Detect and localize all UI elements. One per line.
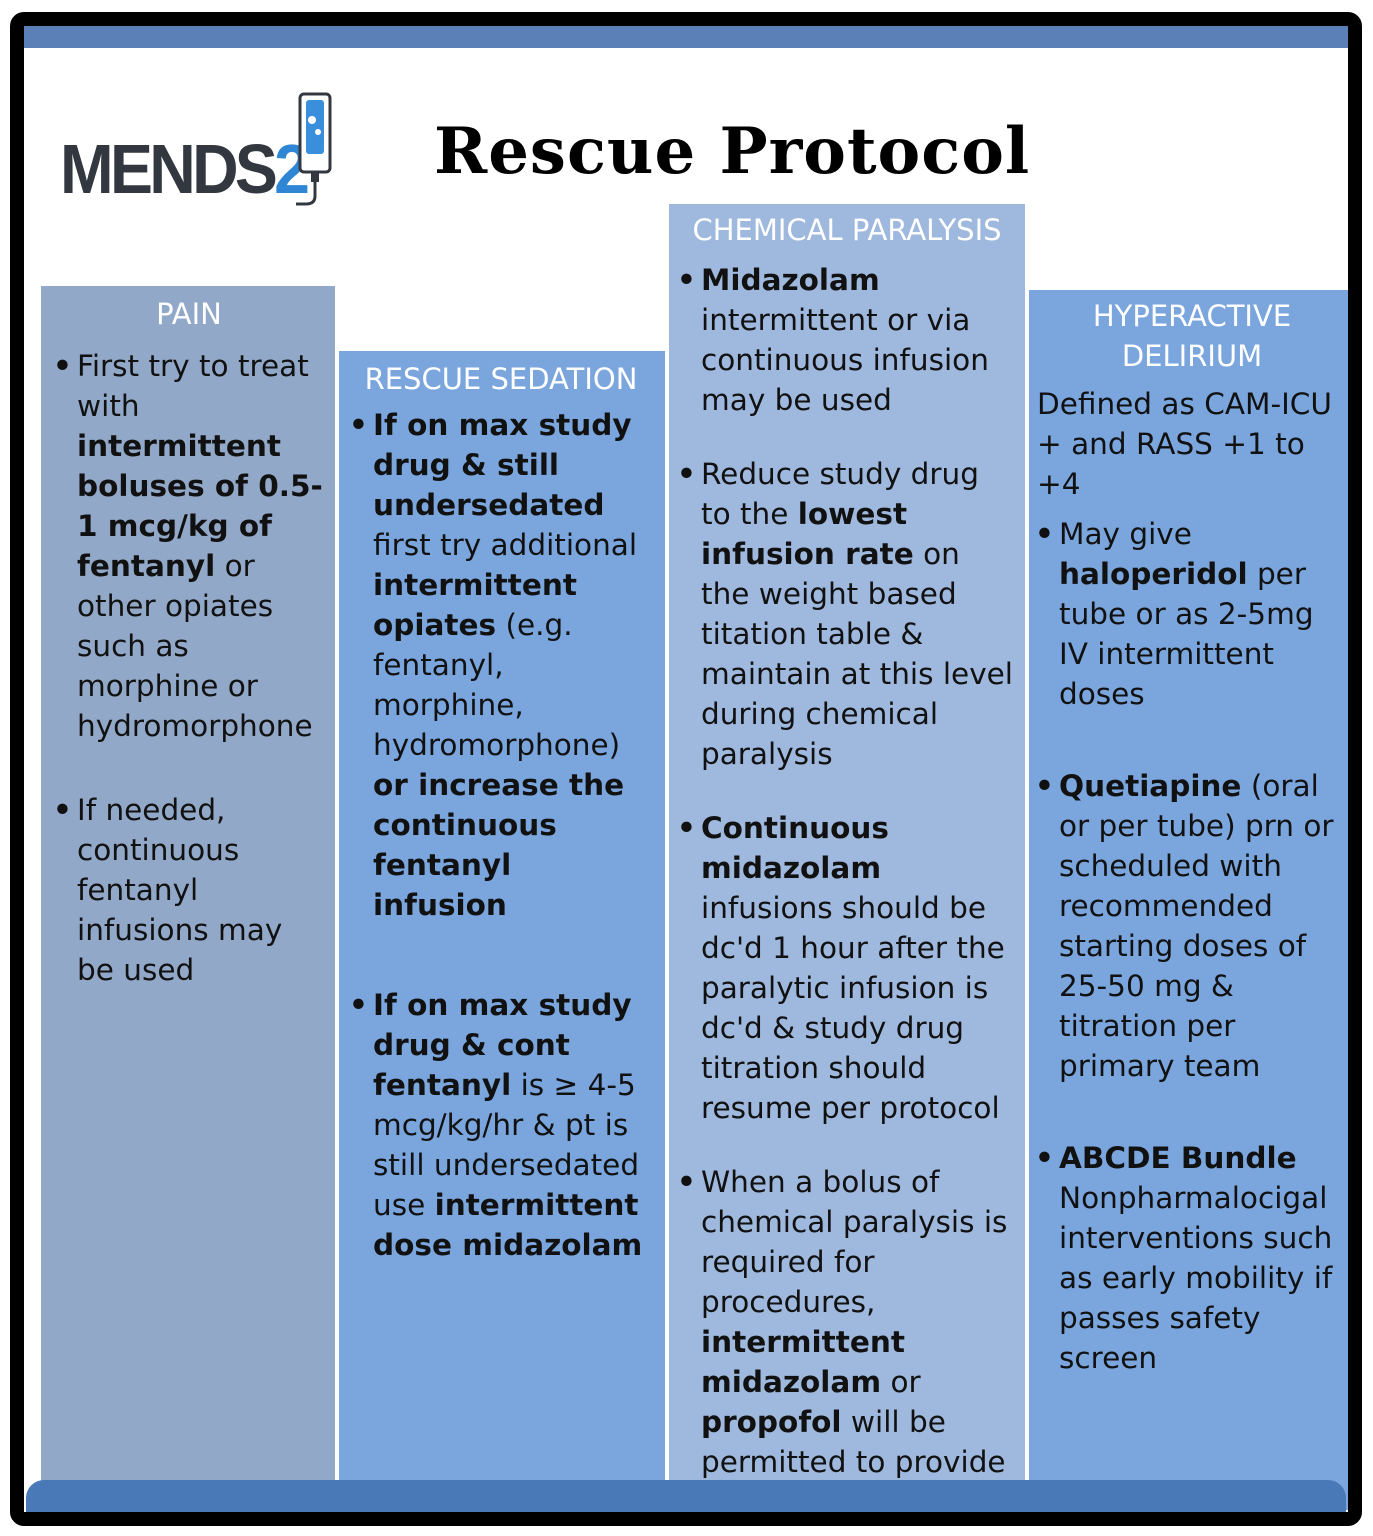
sedation-body: If on max study drug & still undersedate… <box>349 405 651 1265</box>
list-item: Reduce study drug to the lowest infusion… <box>677 454 1015 774</box>
delirium-body: Defined as CAM-ICU + and RASS +1 to +4 M… <box>1035 384 1347 1378</box>
list-item: If on max study drug & cont fentanyl is … <box>349 985 651 1265</box>
page-title: Rescue Protocol <box>434 114 1031 189</box>
pain-heading: PAIN <box>156 297 222 331</box>
list-item: When a bolus of chemical paralysis is re… <box>677 1162 1015 1512</box>
list-item: If needed, continuous fentanyl infusions… <box>53 790 323 990</box>
list-item: Midazolam intermittent or via continuous… <box>677 260 1015 420</box>
delirium-heading: HYPERACTIVE DELIRIUM <box>1092 299 1292 373</box>
list-item: Quetiapine (oral or per tube) prn or sch… <box>1035 766 1347 1086</box>
chemical-heading: CHEMICAL PARALYSIS <box>692 213 1002 247</box>
top-bar <box>24 26 1348 48</box>
list-item: If on max study drug & still undersedate… <box>349 405 651 925</box>
chemical-body: Midazolam intermittent or via continuous… <box>677 260 1015 1512</box>
list-item: Continuous midazolam infusions should be… <box>677 808 1015 1128</box>
hyperactive-delirium-column: HYPERACTIVE DELIRIUM Defined as CAM-ICU … <box>1025 290 1348 1510</box>
rescue-sedation-column: RESCUE SEDATION If on max study drug & s… <box>335 351 665 1511</box>
logo-text: MENDS2 <box>60 130 310 208</box>
bottom-bar <box>26 1480 1346 1512</box>
delirium-definition: Defined as CAM-ICU + and RASS +1 to +4 <box>1037 387 1332 501</box>
chemical-paralysis-column: CHEMICAL PARALYSIS Midazolam intermitten… <box>669 204 1025 1512</box>
list-item: First try to treat with intermittent bol… <box>53 346 323 746</box>
protocol-frame: MENDS2 Rescue Protocol PAIN First try to… <box>10 12 1362 1526</box>
list-item: May give haloperidol per tube or as 2-5m… <box>1035 514 1347 714</box>
iv-drip-bag-icon <box>296 92 332 206</box>
mends2-logo: MENDS2 <box>60 88 360 228</box>
list-item: ABCDE Bundle Nonpharmalocigal interventi… <box>1035 1138 1347 1378</box>
sedation-heading: RESCUE SEDATION <box>364 362 638 396</box>
pain-column: PAIN First try to treat with intermitten… <box>41 286 335 1506</box>
pain-body: First try to treat with intermittent bol… <box>53 346 323 990</box>
